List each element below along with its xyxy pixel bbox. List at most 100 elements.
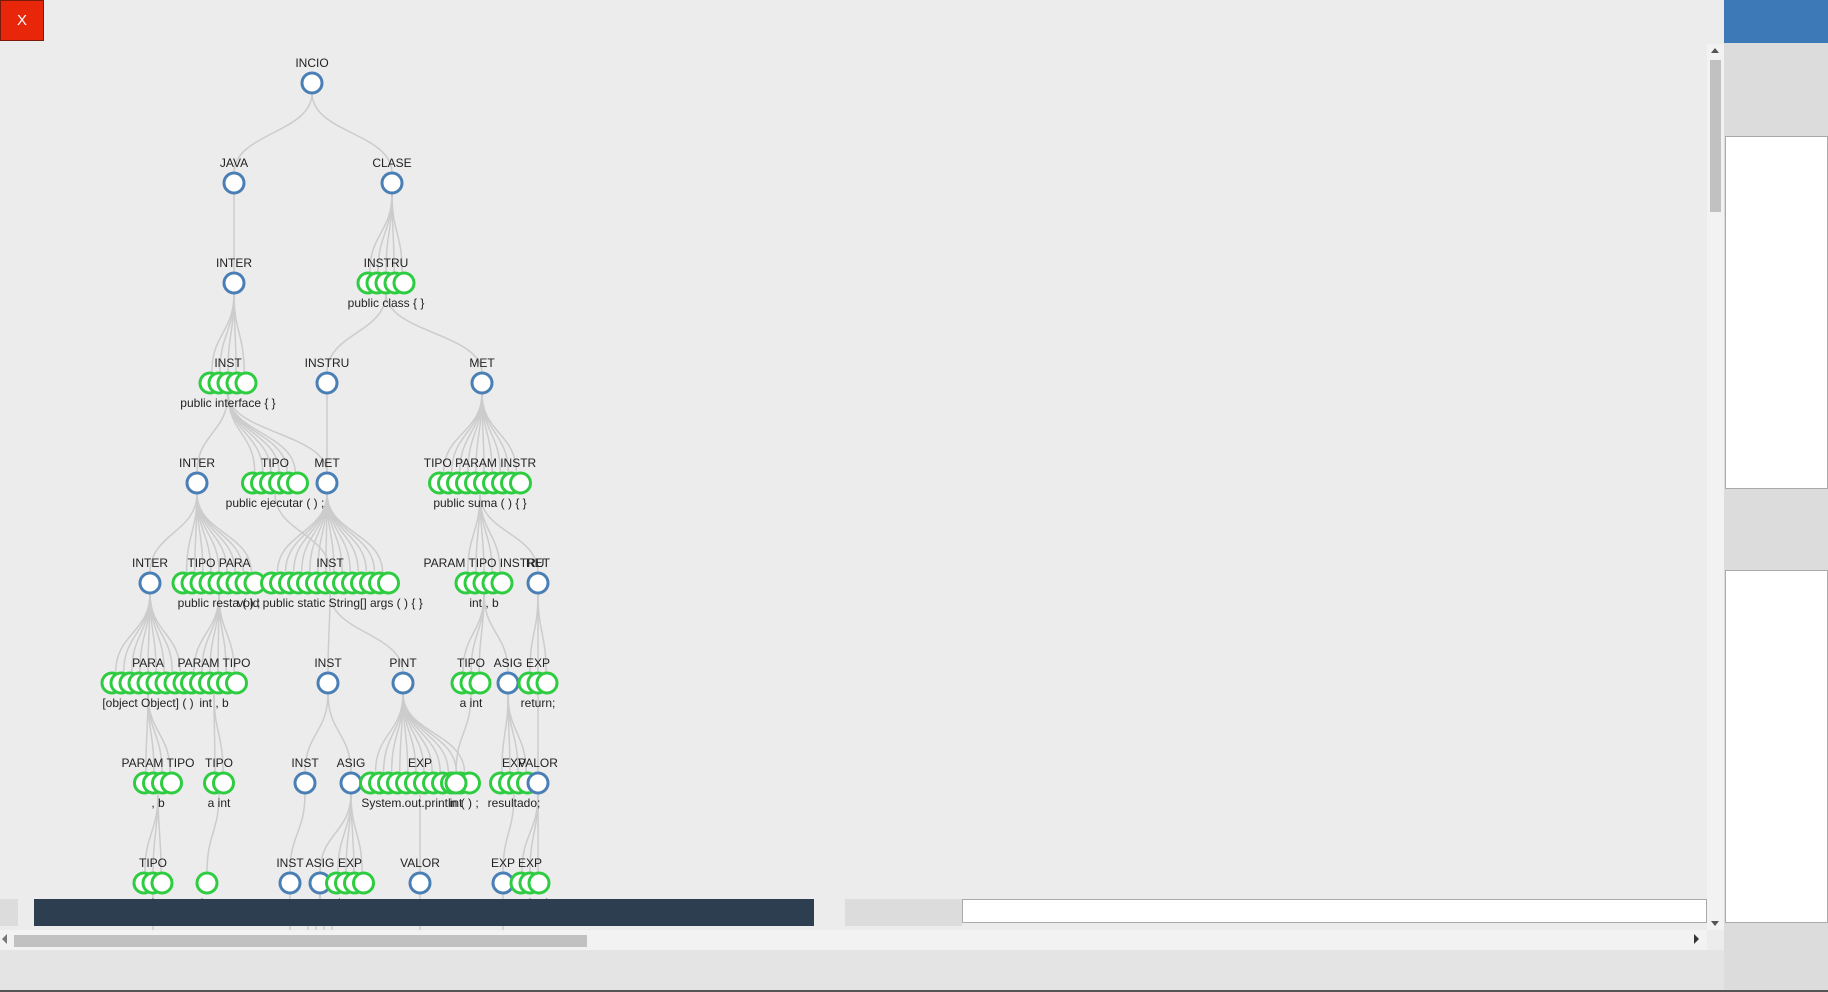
tree-node-circle[interactable]	[222, 171, 246, 195]
vertical-scroll-thumb[interactable]	[1710, 60, 1721, 212]
tree-node-circle[interactable]	[300, 71, 324, 95]
tree-node-circle[interactable]	[225, 671, 248, 695]
tree-node-circle[interactable]	[293, 771, 317, 795]
tree-node-circle[interactable]	[278, 871, 302, 895]
tree-node[interactable]: PARAM TIPO , b	[122, 756, 195, 810]
tree-node-circle[interactable]	[185, 471, 209, 495]
tree-node-circle[interactable]	[391, 671, 415, 695]
tree-node-circle[interactable]	[315, 371, 339, 395]
tree-node[interactable]: INSTRU	[305, 356, 350, 395]
tree-node[interactable]: INST	[276, 856, 304, 895]
tree-node[interactable]: INCIO	[295, 56, 329, 95]
tree-node[interactable]: ASIG	[494, 656, 523, 695]
tree-node[interactable]: RET	[526, 556, 551, 595]
tree-node-circle[interactable]	[380, 171, 404, 195]
tree-node[interactable]: int	[444, 771, 468, 810]
scroll-up-arrow-icon[interactable]	[1711, 48, 1719, 53]
tree-node-circle[interactable]	[377, 571, 400, 595]
scroll-down-arrow-icon[interactable]	[1711, 921, 1719, 926]
tree-node-sublabel: int , b	[469, 596, 499, 610]
tree-node-circle[interactable]	[468, 671, 492, 695]
tree-edge	[327, 592, 331, 674]
horizontal-scroll-thumb[interactable]	[14, 935, 587, 947]
scroll-right-arrow-icon[interactable]	[1694, 934, 1699, 944]
tree-edge	[507, 692, 527, 774]
tree-node-circle[interactable]	[527, 871, 551, 895]
tree-node-circle[interactable]	[138, 571, 162, 595]
tree-node-circle[interactable]	[222, 271, 246, 295]
bottom-input-box[interactable]	[962, 899, 1707, 923]
tree-edge	[233, 92, 313, 174]
tree-node[interactable]: INST	[291, 756, 319, 795]
tree-node-sublabel: public interface { }	[180, 396, 275, 410]
tree-node-label: INCIO	[295, 56, 328, 70]
tree-node[interactable]: MET	[314, 456, 340, 495]
scroll-left-arrow-icon[interactable]	[2, 934, 7, 944]
tree-node-sublabel: int	[450, 796, 463, 810]
tree-node-sublabel: , b	[151, 796, 165, 810]
tree-node-circle[interactable]	[496, 671, 520, 695]
tree-node[interactable]: INTER	[179, 456, 215, 495]
tree-edge	[157, 792, 162, 874]
tree-node-circle[interactable]	[316, 671, 340, 695]
tree-node-label: PARAM TIPO	[122, 756, 195, 770]
tree-node[interactable]: PARA[object Object] ( )	[100, 656, 196, 710]
output-textarea-2[interactable]	[1725, 570, 1828, 923]
tree-node[interactable]: MET	[469, 356, 495, 395]
tree-node[interactable]: INST	[314, 656, 342, 695]
tree-node-circle[interactable]	[150, 871, 174, 895]
tree-node-circle[interactable]	[352, 871, 375, 895]
tree-node[interactable]: INTER	[132, 556, 168, 595]
tree-node-circle[interactable]	[470, 371, 494, 395]
output-textarea-1[interactable]	[1725, 136, 1828, 489]
tree-node[interactable]: VALOR	[400, 856, 440, 895]
vertical-scrollbar[interactable]	[1707, 44, 1724, 930]
tree-node[interactable]: JAVA	[220, 156, 248, 195]
tree-node[interactable]: CLASE	[372, 156, 412, 195]
tree-node-circle[interactable]	[315, 471, 339, 495]
tree-node-circle[interactable]	[444, 771, 468, 795]
tree-node-circle[interactable]	[490, 571, 514, 595]
tree-node-label: TIPO PARAM INSTR	[424, 456, 537, 470]
tree-node-circle[interactable]	[408, 871, 432, 895]
tree-node-circle[interactable]	[286, 471, 309, 495]
close-button[interactable]: X	[0, 0, 44, 41]
tree-node[interactable]: INTER	[216, 256, 252, 295]
tree-edge	[537, 592, 547, 674]
tree-node-label: EXP	[518, 856, 542, 870]
tree-edge	[233, 292, 245, 374]
tree-node[interactable]: PINT	[389, 656, 417, 695]
tree-node-circle[interactable]	[526, 771, 550, 795]
tree-node-label: INTER	[216, 256, 252, 270]
tree-node-circle[interactable]	[509, 471, 532, 495]
tree-edges	[114, 92, 547, 931]
tree-edge	[479, 492, 539, 574]
tree-node[interactable]: ASIG	[306, 856, 335, 895]
tree-node-circle[interactable]	[234, 371, 258, 395]
tree-node-circle[interactable]	[535, 671, 559, 695]
tree-node-circle[interactable]	[212, 771, 235, 795]
tree-node-circle[interactable]	[526, 571, 550, 595]
tree-node-circle[interactable]	[160, 771, 183, 795]
tree-node-circle[interactable]	[392, 271, 416, 295]
tree-node-circle[interactable]	[195, 871, 219, 895]
tree-edge	[196, 392, 229, 474]
tree-node-sublabel: public resta ( ) ;	[178, 596, 261, 610]
tree-node-circle[interactable]	[339, 771, 363, 795]
horizontal-scrollbar[interactable]	[0, 930, 1707, 950]
tree-edge	[483, 592, 509, 674]
tree-node[interactable]: VALOR	[518, 756, 558, 795]
